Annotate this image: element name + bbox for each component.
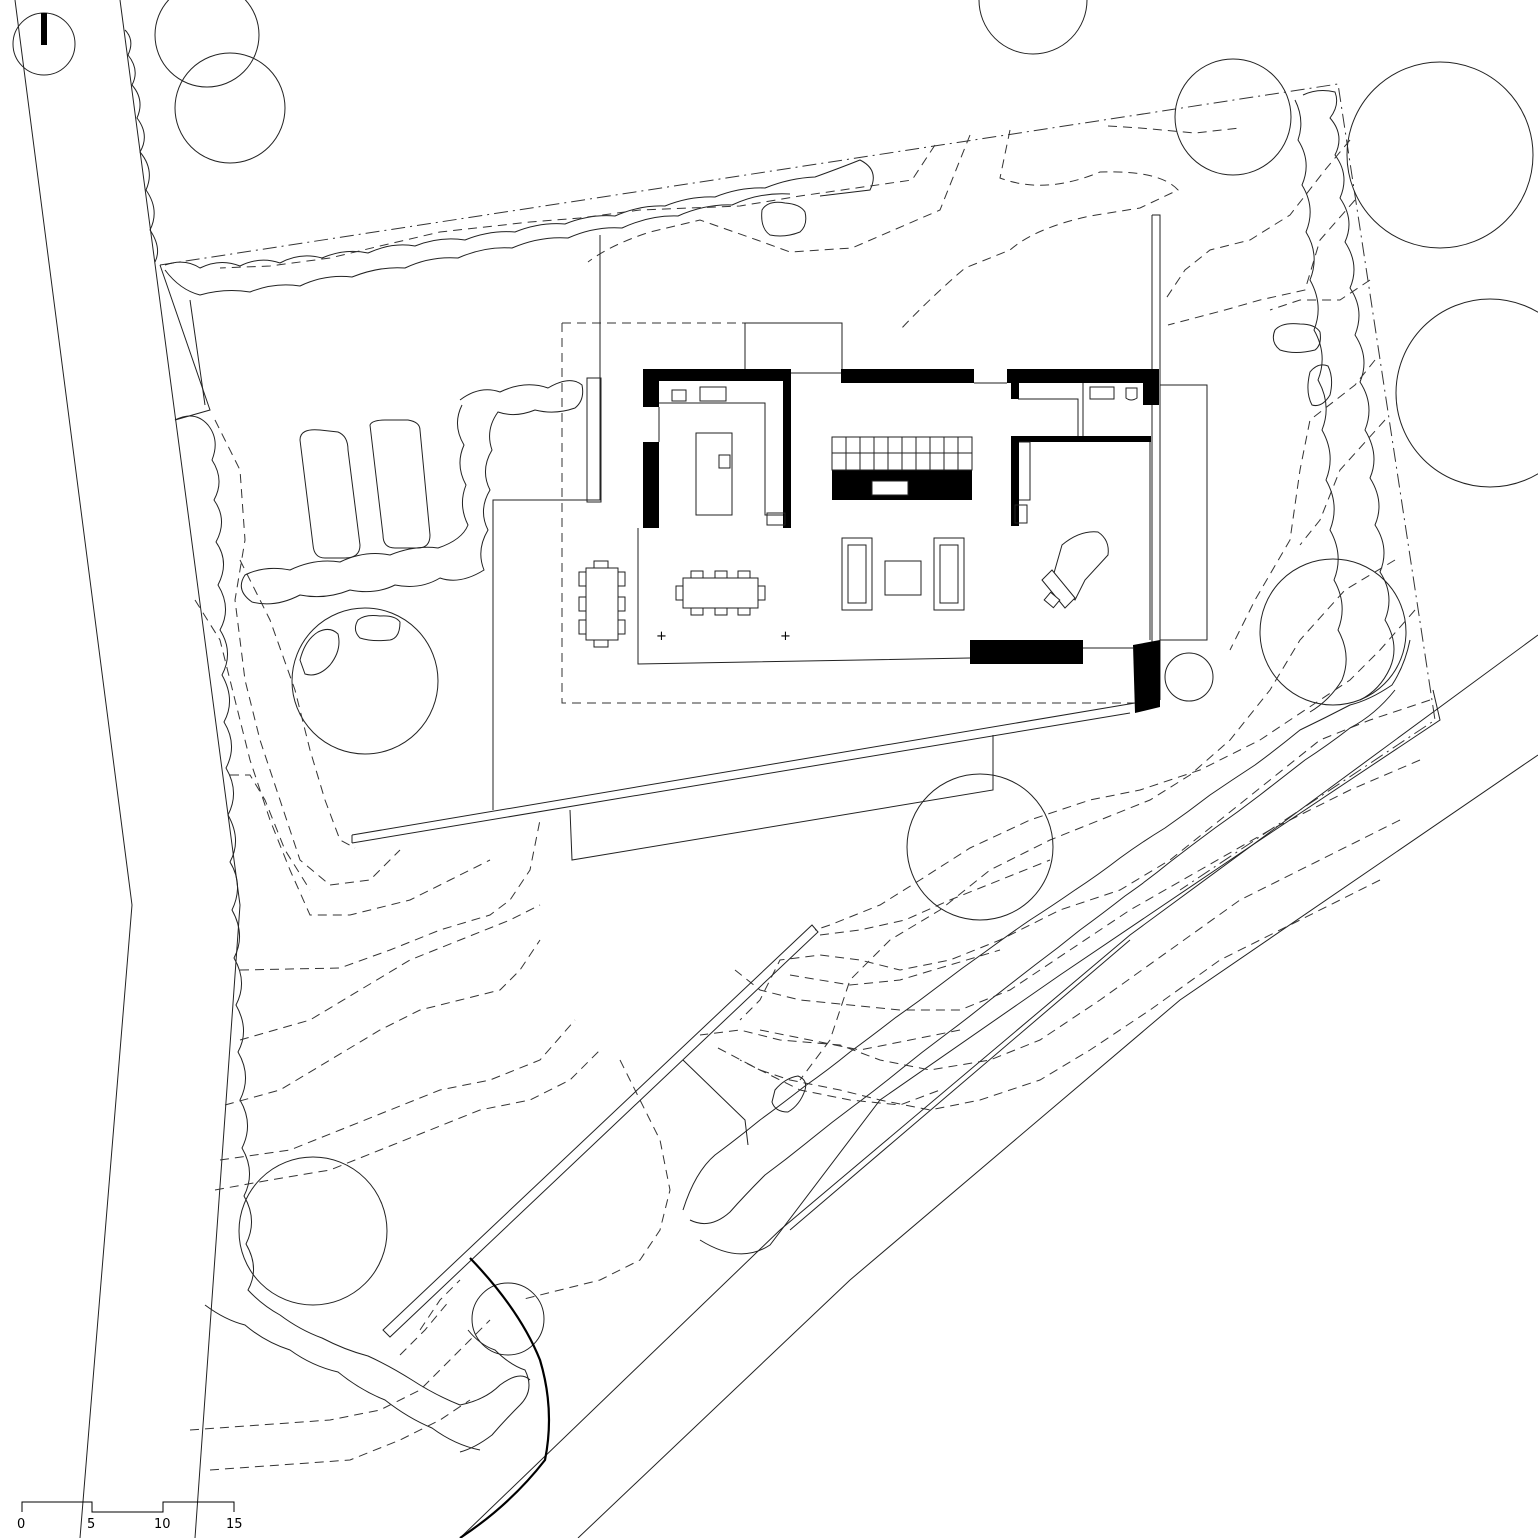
scale-label-0: 0: [17, 1517, 25, 1532]
rocks: [299, 201, 1333, 1113]
dining-table: [675, 570, 766, 616]
driveway-curve: [459, 1257, 551, 1538]
svg-text:+: +: [656, 629, 667, 644]
property-boundary: [159, 83, 1436, 891]
terrace-outline: [561, 322, 1150, 704]
scale-label-5: 5: [87, 1517, 95, 1532]
scale-label-10: 10: [154, 1517, 171, 1532]
staircase: [831, 436, 973, 496]
svg-text:+: +: [780, 629, 791, 644]
trees: [154, 0, 1538, 1356]
retaining-wall: [382, 924, 819, 1338]
scale-label-15: 15: [226, 1517, 243, 1532]
north-arrow-icon: [12, 12, 76, 76]
living-furniture: [841, 537, 965, 611]
hedges: [124, 29, 1411, 1453]
house: + +: [637, 322, 1160, 713]
contour-lines: [189, 125, 1431, 1471]
outdoor-table: [578, 560, 626, 648]
street-edges: [14, 0, 1538, 1538]
site-lines: [159, 214, 1441, 1255]
scale-bar: 0 5 10 15: [17, 1501, 243, 1532]
piano: [1041, 531, 1109, 609]
